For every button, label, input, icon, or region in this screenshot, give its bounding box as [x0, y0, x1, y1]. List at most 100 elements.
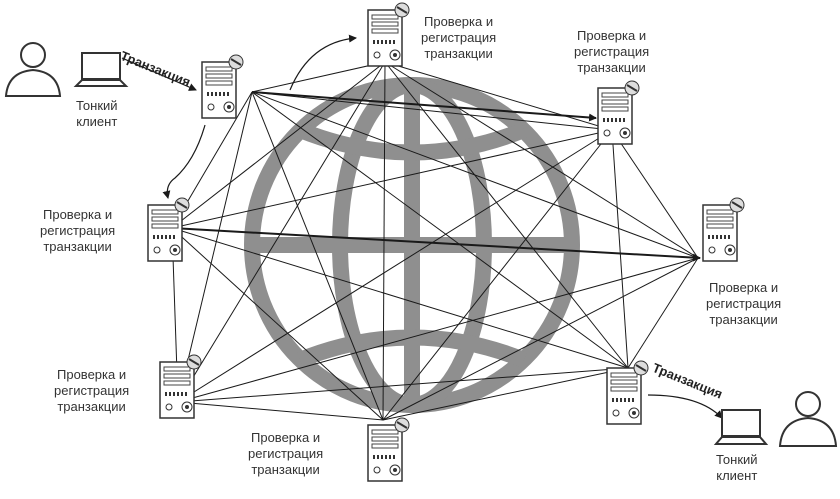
connection-line — [382, 367, 629, 421]
connection-line — [177, 91, 253, 403]
server-led-icon — [165, 403, 173, 411]
server-power-dot — [227, 105, 231, 109]
servers — [147, 2, 745, 482]
connection-line — [251, 91, 384, 421]
label-client-right: Тонкий клиент — [716, 452, 758, 484]
server-n-botleft — [159, 354, 202, 419]
server-vent — [628, 398, 630, 402]
connection-line — [171, 227, 629, 369]
server-vent — [708, 235, 710, 239]
server-vent — [177, 392, 179, 396]
label-n-botleft: Проверка и регистрация транзакции — [54, 367, 129, 415]
server-drive-bay — [706, 209, 734, 215]
status-badge-mark — [635, 364, 647, 372]
server-vent — [157, 235, 159, 239]
server-vent — [381, 455, 383, 459]
connection-line — [251, 91, 699, 259]
arrow-to-left-node — [162, 124, 206, 199]
server-drive-bay — [163, 380, 191, 386]
label-line: регистрация — [54, 383, 130, 398]
server-vent — [185, 392, 187, 396]
server-vent — [223, 92, 225, 96]
server-drive-bay — [151, 216, 179, 222]
connection-line — [384, 61, 629, 369]
connection-line — [171, 227, 384, 421]
laptop-icon — [713, 409, 769, 445]
user-icon — [4, 42, 62, 97]
server-drive-bay — [151, 223, 179, 229]
server-power-dot — [623, 131, 627, 135]
server-vent — [373, 455, 375, 459]
server-drive-bay — [205, 66, 233, 72]
server-vent — [616, 398, 618, 402]
label-client-left: Тонкий клиент — [76, 98, 118, 130]
server-drive-bay — [610, 372, 638, 378]
connection-line — [627, 257, 699, 369]
server-drive-bay — [151, 209, 179, 215]
connection-line — [177, 367, 629, 403]
label-line: Тонкий — [76, 98, 118, 113]
connection-line — [382, 257, 699, 421]
connection-line — [384, 61, 613, 131]
server-vent — [615, 118, 617, 122]
server-drive-bay — [205, 73, 233, 79]
server-drive-bay — [371, 28, 399, 34]
server-drive-bay — [371, 21, 399, 27]
connection-line — [177, 61, 386, 403]
connection-line — [611, 129, 629, 369]
server-n-botright — [606, 360, 649, 425]
label-line: транзакции — [57, 399, 126, 414]
arrows — [121, 34, 723, 419]
label-line: Проверка и — [709, 280, 779, 295]
server-vent — [620, 398, 622, 402]
label-n-topright: Проверка и регистрация транзакции — [574, 28, 649, 76]
label-line: регистрация — [421, 30, 497, 45]
server-led-icon — [708, 246, 716, 254]
broadcast-line — [251, 91, 597, 122]
status-badge-mark — [626, 84, 638, 92]
label-n-left: Проверка и регистрация транзакции — [40, 207, 115, 255]
globe-icon — [244, 77, 580, 413]
server-power-dot — [185, 405, 189, 409]
server-vent — [389, 455, 391, 459]
label-line: транзакции — [424, 46, 493, 61]
connection-line — [251, 91, 629, 369]
label-line: клиент — [76, 114, 118, 129]
server-drive-bay — [610, 379, 638, 385]
globe-latitude-top — [297, 122, 527, 161]
laptop-icon — [73, 52, 129, 87]
server-drive-bay — [371, 436, 399, 442]
arrow-node-to-client — [647, 394, 723, 419]
server-vent — [377, 455, 379, 459]
status-badge-mark — [731, 201, 743, 209]
connection-line — [171, 61, 386, 229]
server-drive-bay — [371, 443, 399, 449]
label-line: транзакции — [251, 462, 320, 477]
server-vent — [624, 398, 626, 402]
status-badge-mark — [396, 6, 408, 14]
connection-line — [251, 61, 386, 93]
server-vent — [393, 455, 395, 459]
server-vent — [381, 40, 383, 44]
server-n-topleft — [201, 54, 244, 119]
server-vent — [385, 455, 387, 459]
label-line: регистрация — [706, 296, 782, 311]
connection-line — [384, 61, 699, 259]
label-line: Проверка и — [57, 367, 127, 382]
label-line: регистрация — [574, 44, 650, 59]
arrow-client-to-node — [121, 57, 197, 91]
server-vent — [607, 118, 609, 122]
server-drive-bay — [601, 99, 629, 105]
server-drive-bay — [371, 14, 399, 20]
broadcast-line — [171, 227, 701, 262]
server-vent — [173, 235, 175, 239]
server-n-left — [147, 197, 190, 262]
connection-line — [177, 129, 613, 403]
server-n-top — [367, 2, 410, 67]
status-badge-mark — [176, 201, 188, 209]
status-badge-mark — [188, 358, 200, 366]
connection-line — [177, 401, 384, 421]
label-n-right: Проверка и регистрация транзакции — [706, 280, 781, 328]
